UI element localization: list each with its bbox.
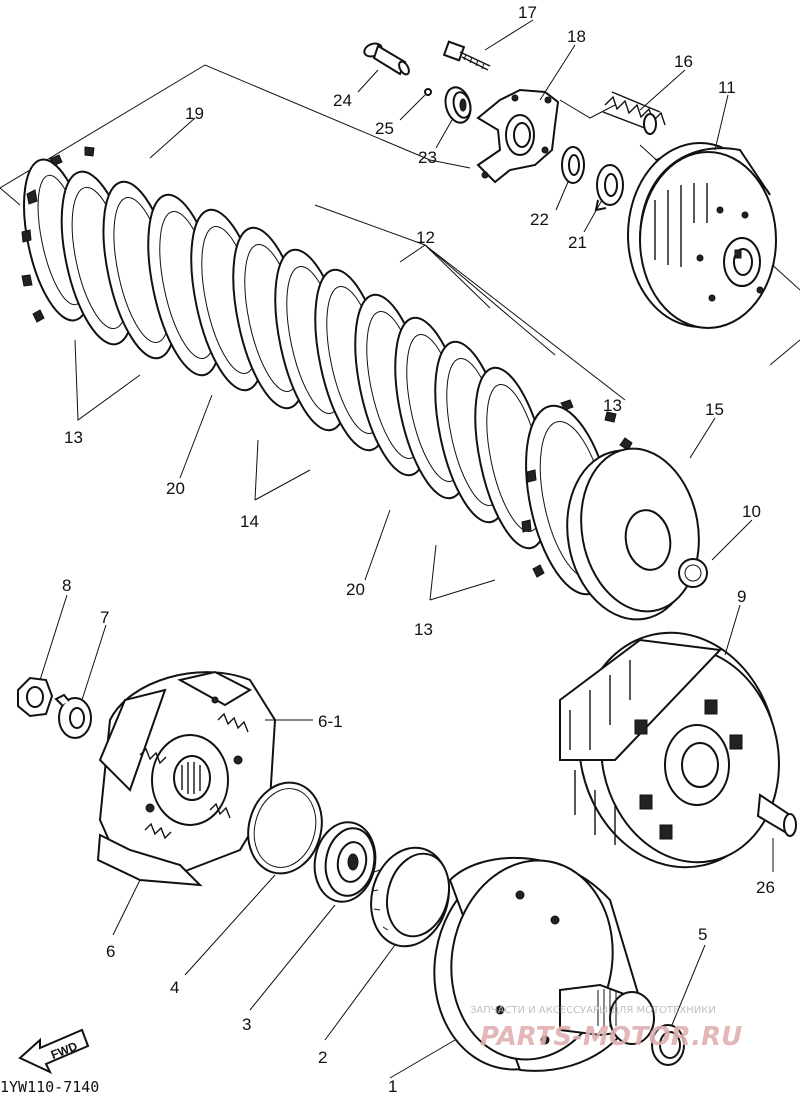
watermark-subtitle: ЗАПЧАСТИ И АКСЕССУАРЫ ДЛЯ МОТОТЕХНИКИ xyxy=(470,1005,716,1016)
part-7-lock-washer xyxy=(54,693,92,739)
label-part-6: 6 xyxy=(106,942,115,961)
label-part-5: 5 xyxy=(698,925,707,944)
part-26-collar xyxy=(756,793,797,837)
label-part-3: 3 xyxy=(242,1015,251,1034)
part-15-pressure-plate xyxy=(566,447,700,621)
part-11-clutch-boss xyxy=(627,142,777,329)
part-16-spring xyxy=(602,91,666,135)
label-part-4: 4 xyxy=(170,978,179,997)
part-24-pin xyxy=(363,42,410,76)
label-part-14: 14 xyxy=(240,512,259,531)
label-part-26: 26 xyxy=(756,878,775,897)
label-part-20-left: 20 xyxy=(166,479,185,498)
part-22-washer xyxy=(561,146,585,184)
part-4-o-ring xyxy=(247,781,323,875)
callout-labels: 1 2 3 4 5 6 6-1 7 8 9 10 11 12 13 13 13 … xyxy=(62,3,775,1096)
part-9-primary-driven-gear xyxy=(559,631,780,869)
part-8-nut xyxy=(17,676,54,718)
fwd-arrow: FWD xyxy=(18,1028,90,1075)
label-part-21: 21 xyxy=(568,233,587,252)
part-1-clutch-housing xyxy=(433,856,655,1072)
watermark-brand: PARTS-MOTOR.RU xyxy=(480,1022,742,1052)
label-part-10: 10 xyxy=(742,502,761,521)
label-part-16: 16 xyxy=(674,52,693,71)
label-part-18: 18 xyxy=(567,27,586,46)
part-2-one-way-clutch xyxy=(370,846,450,948)
part-3-bearing xyxy=(313,821,377,903)
part-25-ball xyxy=(424,88,432,96)
part-6-centrifugal-clutch xyxy=(96,670,277,887)
label-part-25: 25 xyxy=(375,119,394,138)
part-23-bearing xyxy=(444,86,472,124)
label-part-9: 9 xyxy=(737,587,746,606)
label-part-13-top: 13 xyxy=(603,396,622,415)
watermark: ЗАПЧАСТИ И АКСЕССУАРЫ ДЛЯ МОТОТЕХНИКИ PA… xyxy=(470,1005,742,1052)
label-part-7: 7 xyxy=(100,608,109,627)
label-part-17: 17 xyxy=(518,3,537,22)
part-5-washer xyxy=(651,1024,685,1066)
label-part-13-right: 13 xyxy=(414,620,433,639)
label-part-19: 19 xyxy=(185,104,204,123)
plate-series xyxy=(60,170,550,550)
label-part-1: 1 xyxy=(388,1077,397,1096)
part-21-lock-washer xyxy=(594,164,624,212)
part-17-bolt xyxy=(442,40,491,71)
part-10-circlip xyxy=(678,558,708,588)
drawing-code: 1YW110-7140 xyxy=(0,1078,99,1096)
label-part-13-left: 13 xyxy=(64,428,83,447)
label-part-22: 22 xyxy=(530,210,549,229)
label-part-11: 11 xyxy=(718,78,736,97)
part-18-pressure-plate xyxy=(476,88,560,184)
label-part-6-1: 6-1 xyxy=(318,712,343,731)
label-part-12: 12 xyxy=(416,228,435,247)
label-part-24: 24 xyxy=(333,91,352,110)
label-part-15: 15 xyxy=(705,400,724,419)
leader-lines xyxy=(39,19,774,1079)
label-part-8: 8 xyxy=(62,576,71,595)
label-part-20-right: 20 xyxy=(346,580,365,599)
label-part-23: 23 xyxy=(418,148,437,167)
clutch-plate-stack xyxy=(21,146,708,621)
label-part-2: 2 xyxy=(318,1048,327,1067)
